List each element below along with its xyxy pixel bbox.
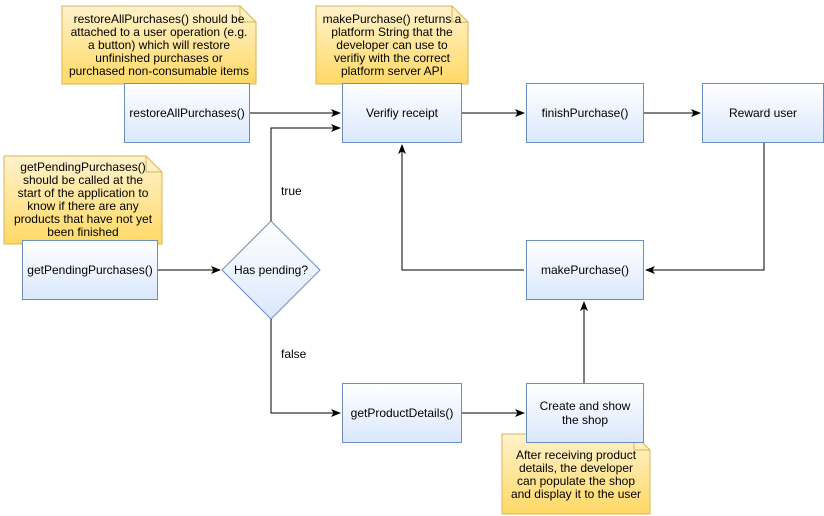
restore-note: restoreAllPurchases() should be attached… bbox=[68, 11, 250, 78]
make-purchase-note-shape bbox=[315, 5, 469, 85]
get-product-details-node: getProductDetails() bbox=[342, 383, 462, 443]
edge-make-purchase-to-verify bbox=[398, 144, 524, 271]
has-pending-label: Has pending? bbox=[233, 263, 309, 277]
pending-note: getPendingPurchases() should be called a… bbox=[13, 160, 153, 239]
make-purchase-note: makePurchase() returns a platform String… bbox=[322, 11, 462, 78]
restore-all-purchases-node: restoreAllPurchases() bbox=[124, 83, 250, 143]
false-edge-label: false bbox=[281, 347, 307, 361]
pending-note-shape bbox=[3, 155, 163, 245]
edge-decision-false bbox=[270, 319, 341, 417]
make-purchase-note-fold bbox=[451, 6, 468, 23]
finish-purchase-node: finishPurchase() bbox=[526, 83, 644, 143]
make-purchase-node: makePurchase() bbox=[526, 240, 644, 300]
get-pending-purchases-node: getPendingPurchases() bbox=[22, 240, 158, 300]
edge-decision-true bbox=[270, 124, 341, 221]
reward-user-node: Reward user bbox=[702, 83, 824, 143]
true-edge-label: true bbox=[281, 184, 302, 198]
create-and-show-shop-node: Create and show the shop bbox=[526, 383, 644, 443]
verify-receipt-node: Verifiy receipt bbox=[342, 83, 462, 143]
edge-reward-to-make-purchase bbox=[645, 143, 765, 274]
pending-note-fold bbox=[145, 156, 162, 173]
shop-note: After receiving product details, the dev… bbox=[510, 448, 642, 501]
restore-note-fold bbox=[239, 6, 256, 23]
restore-note-shape bbox=[61, 5, 257, 85]
